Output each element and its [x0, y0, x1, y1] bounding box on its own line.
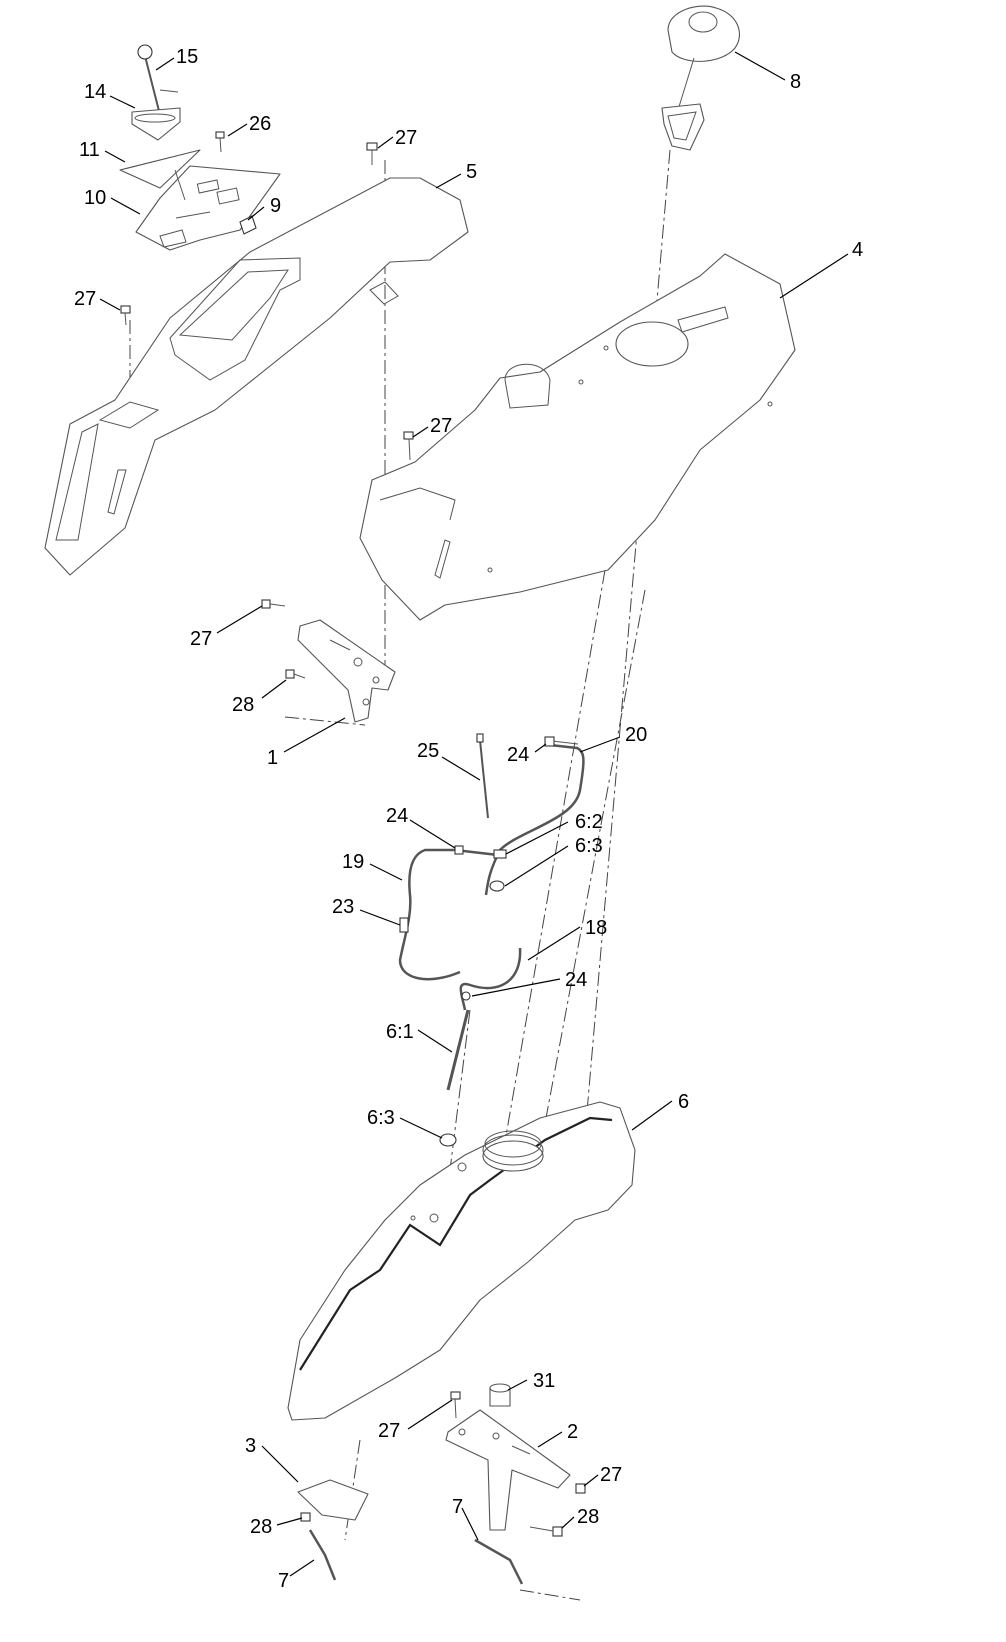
- callout-labels: 15 14 26 27 11 5 10 9 27 8 4 27 27 28 1 …: [74, 46, 863, 1592]
- fitting-part-23: [399, 917, 409, 933]
- callout-15: 15: [176, 46, 198, 68]
- callout-28: 28: [250, 1516, 272, 1538]
- callout-11: 11: [79, 139, 100, 161]
- callout-27: 27: [395, 127, 417, 149]
- callout-26: 26: [249, 113, 271, 135]
- vent-line-part-20: [484, 740, 585, 896]
- screw-hardware: [120, 131, 586, 1537]
- lower-tank-part-6: [287, 1101, 636, 1421]
- callout-27: 27: [600, 1464, 622, 1486]
- callout-31: 31: [533, 1370, 555, 1392]
- callout-24: 24: [565, 969, 587, 991]
- control-bracket-part-14: [131, 107, 181, 141]
- rod-part-7-right: [474, 1538, 524, 1585]
- callout-6-2: 6:2: [575, 811, 603, 833]
- upper-tank-part-4: [359, 253, 796, 621]
- callout-27: 27: [430, 415, 452, 437]
- bracket-part-2: [445, 1409, 571, 1531]
- callout-18: 18: [585, 917, 607, 939]
- callout-3: 3: [245, 1435, 256, 1457]
- rod-part-7-left: [308, 1529, 337, 1581]
- clip-part-9: [239, 215, 257, 235]
- grommet-part-6-3: [439, 880, 505, 1147]
- callout-5: 5: [466, 161, 477, 183]
- callout-7: 7: [452, 1496, 463, 1518]
- tie-strap-part-25: [476, 733, 489, 819]
- callout-27: 27: [378, 1420, 400, 1442]
- callout-24: 24: [507, 744, 529, 766]
- pickup-tube-part-6-1: [446, 1009, 470, 1091]
- callout-19: 19: [342, 851, 364, 873]
- callout-4: 4: [852, 239, 863, 261]
- callout-25: 25: [417, 740, 439, 762]
- callout-10: 10: [84, 187, 106, 209]
- callout-20: 20: [625, 724, 647, 746]
- fuel-hose-part-18: [459, 947, 522, 1011]
- callout-28: 28: [577, 1506, 599, 1528]
- fuel-cap-part-8: [661, 5, 740, 151]
- callout-6-3: 6:3: [367, 1107, 395, 1129]
- callout-24: 24: [386, 805, 408, 827]
- fitting-part-6-2: [493, 849, 507, 859]
- callout-9: 9: [270, 195, 281, 217]
- plate-part-10: [135, 165, 281, 251]
- callout-28: 28: [232, 694, 254, 716]
- callout-1: 1: [267, 747, 278, 769]
- callout-8: 8: [790, 71, 801, 93]
- plate-part-11: [119, 149, 201, 201]
- callout-6-3: 6:3: [575, 835, 603, 857]
- bracket-part-1: [297, 619, 396, 723]
- callout-23: 23: [332, 896, 354, 918]
- callout-2: 2: [567, 1421, 578, 1443]
- bracket-part-3: [297, 1479, 369, 1521]
- clamps-part-24: [454, 736, 555, 1001]
- callout-7: 7: [278, 1570, 289, 1592]
- shroud-frame-part-5: [44, 177, 469, 576]
- fuel-hose-part-19: [398, 848, 499, 981]
- callout-14: 14: [84, 81, 106, 103]
- callout-6-1: 6:1: [386, 1021, 414, 1043]
- callout-27: 27: [190, 628, 212, 650]
- leader-lines: [99, 51, 849, 1577]
- callout-6: 6: [678, 1091, 689, 1113]
- bumper-part-31: [489, 1383, 511, 1407]
- callout-27: 27: [74, 288, 96, 310]
- control-lever-part-15: [137, 44, 179, 116]
